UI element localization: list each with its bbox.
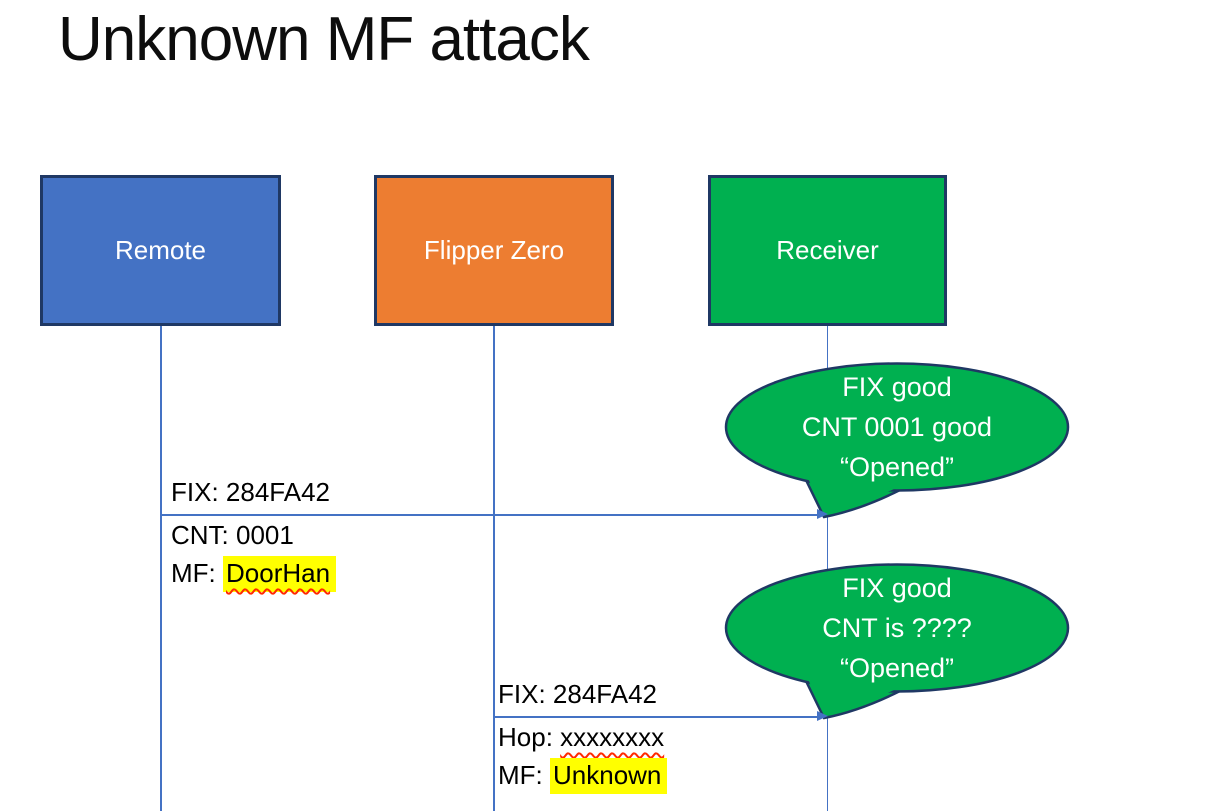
bubble-tail-join [807,677,896,714]
message1-cnt-label: CNT: 0001 [171,520,294,550]
message2-hop-label: Hop: xxxxxxxx [498,722,664,752]
callout-1-line-1: FIX good [842,372,952,402]
callout-2-line-1: FIX good [842,573,952,603]
callout-1-line-2: CNT 0001 good [801,412,993,442]
message2-fix-label: FIX: 284FA42 [498,679,657,709]
actor-box-flipper-zero: Flipper Zero [374,175,614,326]
callout-2-text: FIX good CNT is ???? “Opened” [727,568,1067,688]
actor-label-flipper-zero: Flipper Zero [423,235,565,265]
message2-mf-label: MF: Unknown [498,758,668,794]
message2-mf-prefix: MF: [498,760,550,790]
actor-label-remote: Remote [114,235,207,265]
callout-1-text: FIX good CNT 0001 good “Opened” [727,367,1067,487]
callout-1-line-3: “Opened” [839,452,955,482]
callout-bubble-1 [724,362,1070,519]
actor-label-receiver: Receiver [776,235,879,265]
actor-box-receiver: Receiver [708,175,947,326]
slide-title: Unknown MF attack [58,5,590,74]
receiver-lifeline [826,326,829,811]
callout-2-line-3: “Opened” [839,653,955,683]
message-arrow-remote-to-receiver [161,514,817,516]
message1-mf-label: MF: DoorHan [171,556,337,592]
callout-bubble-2 [724,563,1070,720]
bubble-ellipse [724,362,1070,492]
flipper-zero-lifeline [493,326,495,811]
message-arrow-flipper-to-receiver [494,716,817,718]
arrow-head-icon [817,711,828,721]
message2-hop-value: xxxxxxxx [560,722,665,752]
callout-2-line-2: CNT is ???? [822,613,972,643]
actor-box-remote: Remote [40,175,281,326]
message1-mf-value-highlighted: DoorHan [223,556,337,592]
message2-mf-value-highlighted: Unknown [550,758,668,794]
message1-fix-label: FIX: 284FA42 [171,477,330,507]
message1-mf-prefix: MF: [171,558,223,588]
message2-hop-prefix: Hop: [498,722,561,752]
bubble-ellipse [724,563,1070,693]
bubble-tail-join [807,476,896,513]
remote-lifeline [160,326,162,811]
arrow-head-icon [817,509,828,519]
